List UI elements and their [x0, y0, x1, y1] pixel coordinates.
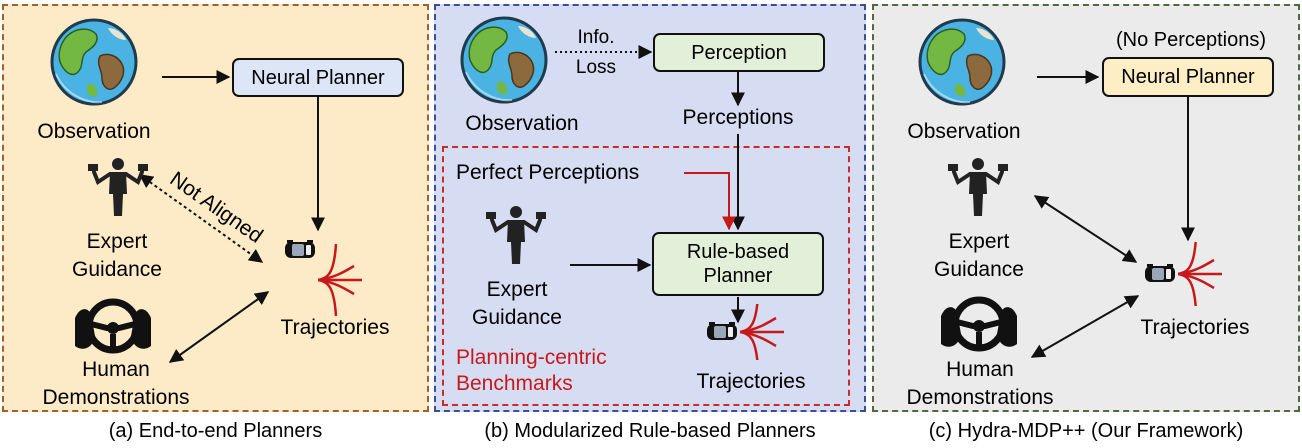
observation-label: Observation — [907, 120, 1021, 143]
neural-planner-box: Neural Planner — [1102, 57, 1274, 97]
human-label-line1: Human — [946, 358, 1014, 381]
trajectory-fan-icon — [318, 242, 364, 318]
expert-person-icon — [946, 156, 1010, 218]
neural-planner-box: Neural Planner — [232, 58, 404, 97]
earth-globe-icon — [460, 16, 548, 104]
rule-based-planner-box: Rule-based Planner — [652, 232, 824, 296]
human-label-line2: Demonstrations — [42, 386, 190, 409]
rule-based-planner-line1: Rule-based — [686, 241, 790, 263]
arrow-expert-traj-c — [1033, 195, 1138, 263]
earth-globe-icon — [918, 18, 1006, 106]
perfect-perceptions-label: Perfect Perceptions — [456, 161, 640, 184]
trajectory-fan-icon — [740, 304, 786, 360]
steering-wheel-icon — [936, 294, 1022, 354]
trajectories-label: Trajectories — [696, 370, 806, 393]
arrow-human-traj-c — [1030, 295, 1140, 358]
human-label-line1: Human — [82, 358, 150, 381]
trajectories-label: Trajectories — [280, 316, 390, 339]
car-icon — [1145, 264, 1175, 282]
caption-b: (b) Modularized Rule-based Planners — [484, 420, 816, 442]
perception-box: Perception — [653, 33, 825, 72]
car-icon — [707, 322, 737, 340]
earth-globe-icon — [50, 18, 138, 106]
caption-c: (c) Hydra-MDP++ (Our Framework) — [928, 420, 1244, 442]
arrow-perfect-perceptions-b — [684, 172, 736, 231]
loss-label: Loss — [575, 57, 617, 78]
human-label-line2: Demonstrations — [906, 386, 1054, 409]
expert-label-line1: Expert — [486, 278, 548, 301]
rule-based-planner-line2: Planner — [703, 265, 773, 287]
expert-label-line2: Guidance — [472, 306, 562, 329]
expert-label-line2: Guidance — [934, 258, 1024, 281]
benchmarks-label-line2: Benchmarks — [456, 372, 573, 395]
info-label: Info. — [577, 27, 615, 48]
steering-wheel-icon — [70, 296, 156, 356]
benchmarks-label-line1: Planning-centric — [456, 346, 607, 369]
expert-person-icon — [484, 204, 548, 266]
expert-person-icon — [86, 156, 150, 218]
perceptions-label: Perceptions — [682, 106, 794, 129]
expert-label-line1: Expert — [86, 230, 148, 253]
trajectories-label: Trajectories — [1140, 316, 1250, 339]
no-perceptions-label: (No Perceptions) — [1115, 29, 1267, 51]
expert-label-line1: Expert — [948, 230, 1010, 253]
arrow-human-traj-a — [168, 291, 270, 363]
expert-label-line2: Guidance — [72, 258, 162, 281]
benchmark-region — [442, 146, 850, 406]
observation-label: Observation — [37, 120, 151, 143]
observation-label: Observation — [465, 112, 579, 135]
trajectory-fan-icon — [1178, 242, 1224, 306]
car-icon — [285, 240, 315, 258]
caption-a: (a) End-to-end Planners — [108, 420, 323, 442]
arrow-not-aligned-a — [138, 174, 264, 263]
